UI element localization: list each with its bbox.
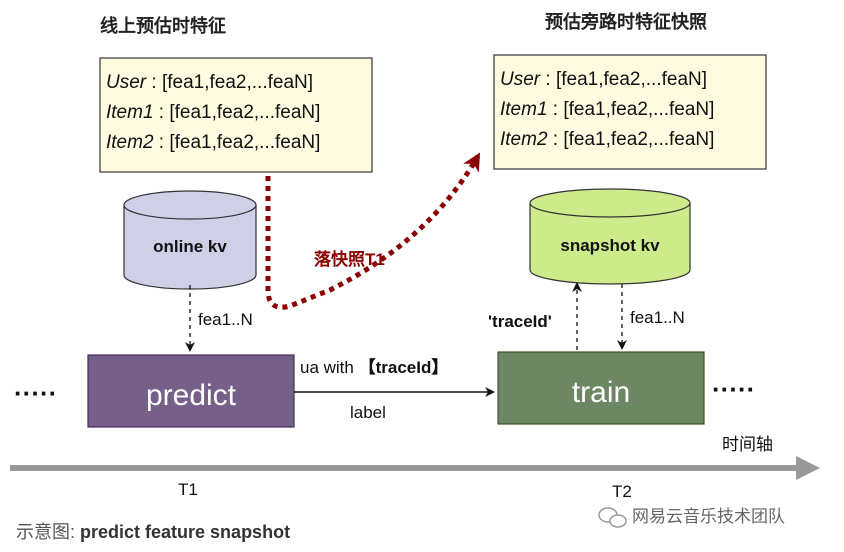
left-feature-name: User xyxy=(106,72,147,93)
ua-traceid: 【traceId】 xyxy=(359,357,449,377)
right-feature-name: Item2 xyxy=(500,129,548,150)
left-feature-name: Item2 xyxy=(106,132,154,153)
predict-node xyxy=(87,354,295,428)
online-kv-label: online kv xyxy=(153,237,227,256)
t1-label: T1 xyxy=(178,480,198,499)
fea-left-label: fea1..N xyxy=(198,310,253,329)
left-ellipsis: ····· xyxy=(14,378,57,408)
snapshot-write-edge xyxy=(265,152,481,310)
wechat-icon xyxy=(598,507,627,528)
left-title: 线上预估时特征 xyxy=(100,15,226,36)
right-feature-value: : [fea1,fea2,...feaN] xyxy=(548,99,715,120)
online-kv-cylinder: online kv xyxy=(123,190,257,290)
right-feature-row: User : [fea1,fea2,...feaN] xyxy=(500,69,707,90)
train-node xyxy=(497,351,705,425)
left-feature-value: : [fea1,fea2,...feaN] xyxy=(146,72,313,93)
ua-prefix: ua with xyxy=(300,358,359,377)
right-feature-name: Item1 xyxy=(500,99,548,120)
predict-label: predict xyxy=(146,379,237,412)
caption-prefix: 示意图: xyxy=(16,522,80,542)
right-feature-value: : [fea1,fea2,...feaN] xyxy=(540,69,707,90)
left-feature-row: User : [fea1,fea2,...feaN] xyxy=(106,72,313,93)
snapshot-edge-label: 落快照T1 xyxy=(314,249,385,269)
label-text: label xyxy=(350,403,386,422)
right-feature-name: User xyxy=(500,69,541,90)
time-axis-arrowhead xyxy=(796,456,820,480)
right-feature-row: Item1 : [fea1,fea2,...feaN] xyxy=(500,99,714,120)
train-label: train xyxy=(572,376,630,409)
right-ellipsis: ····· xyxy=(712,374,755,404)
left-feature-name: Item1 xyxy=(106,102,154,123)
left-feature-row: Item1 : [fea1,fea2,...feaN] xyxy=(106,102,320,123)
traceid-label: 'traceId' xyxy=(488,312,552,331)
ua-label: ua with 【traceId】 xyxy=(300,357,448,377)
caption-bold: predict feature snapshot xyxy=(80,522,290,542)
right-feature-value: : [fea1,fea2,...feaN] xyxy=(548,129,715,150)
t2-label: T2 xyxy=(612,482,632,501)
right-feature-row: Item2 : [fea1,fea2,...feaN] xyxy=(500,129,714,150)
caption: 示意图: predict feature snapshot xyxy=(16,522,290,542)
right-title: 预估旁路时特征快照 xyxy=(545,11,707,32)
watermark-text: 网易云音乐技术团队 xyxy=(632,507,785,526)
snapshot-kv-cylinder: snapshot kv xyxy=(529,188,691,285)
time-axis-label: 时间轴 xyxy=(722,435,773,454)
left-feature-row: Item2 : [fea1,fea2,...feaN] xyxy=(106,132,320,153)
left-feature-box xyxy=(99,57,373,173)
left-feature-value: : [fea1,fea2,...feaN] xyxy=(154,102,321,123)
left-feature-value: : [fea1,fea2,...feaN] xyxy=(154,132,321,153)
snapshot-kv-label: snapshot kv xyxy=(560,236,660,255)
right-feature-box xyxy=(493,54,767,170)
fea-right-label: fea1..N xyxy=(630,308,685,327)
